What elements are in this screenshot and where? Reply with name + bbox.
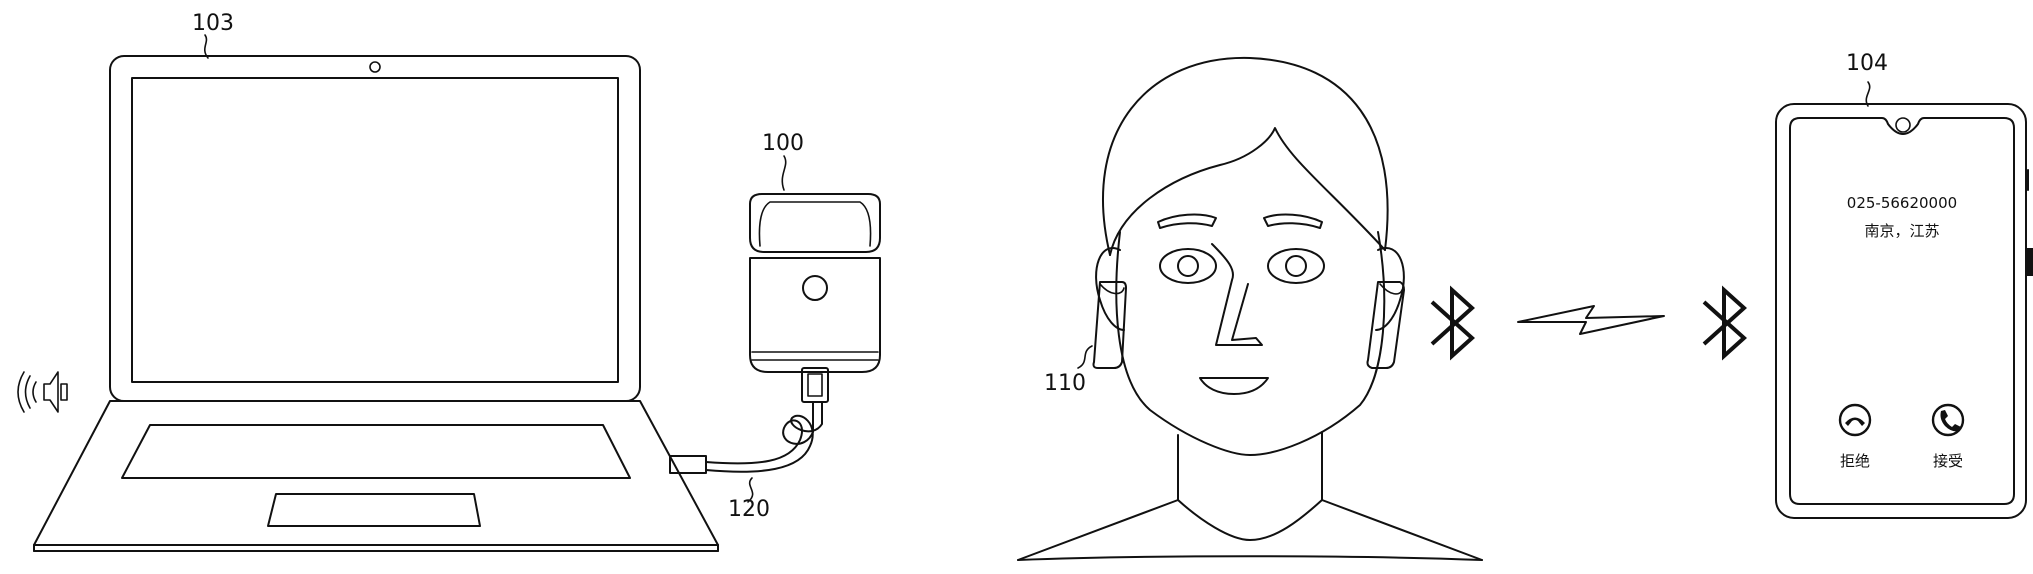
reject-call-button[interactable] [1838, 403, 1872, 437]
leader-103 [204, 34, 209, 59]
laptop [33, 55, 719, 552]
laptop-usb-port [669, 455, 707, 474]
leader-110 [1077, 345, 1093, 369]
phone-camera-icon [1895, 117, 1911, 133]
accept-label: 接受 [1933, 452, 1963, 470]
leader-100 [781, 155, 787, 191]
laptop-base [33, 400, 719, 546]
reject-label: 拒绝 [1840, 452, 1870, 470]
leader-104 [1865, 81, 1871, 107]
bluetooth-icon [1702, 285, 1747, 361]
laptop-keyboard [121, 424, 631, 479]
laptop-lid [109, 55, 641, 402]
phone-body [1775, 103, 2027, 519]
caller-number: 025-56620000 [1847, 194, 1957, 212]
accept-call-button[interactable] [1931, 403, 1965, 437]
case-button-icon [802, 275, 828, 301]
wireless-signal-icon [1517, 305, 1665, 335]
user-head [1017, 56, 1483, 561]
phone-screen [1789, 117, 2015, 505]
laptop-screen [131, 77, 619, 383]
leader-120 [747, 477, 754, 503]
label-laptop: 103 [192, 11, 234, 36]
laptop-camera-icon [369, 61, 381, 73]
smartphone: 025-56620000 南京，江苏 拒绝 接受 [1775, 103, 2033, 519]
usb-cable [705, 401, 823, 473]
label-cable: 120 [728, 497, 770, 522]
label-earbud-case: 100 [762, 131, 804, 156]
label-phone: 104 [1846, 51, 1888, 76]
bluetooth-icon [1430, 285, 1475, 361]
earbud-case [749, 193, 881, 403]
phone-answer-icon [1940, 410, 1961, 432]
laptop-touchpad [267, 493, 481, 527]
earbud-left [1092, 281, 1127, 369]
phone-hangup-icon [1845, 417, 1865, 426]
earbud-right [1366, 281, 1405, 369]
label-earbud: 110 [1044, 371, 1086, 396]
phone-side-button [2027, 248, 2033, 276]
caller-location: 南京，江苏 [1864, 222, 1939, 240]
speaker-sound-icon [17, 371, 68, 413]
case-connector [801, 367, 829, 403]
